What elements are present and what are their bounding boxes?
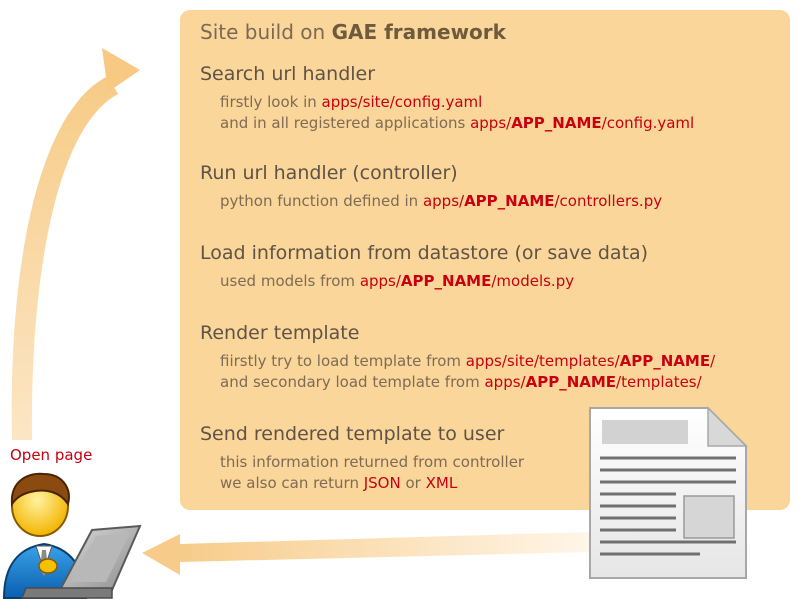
step-search-url-handler: Search url handler firstly look in apps/… bbox=[200, 62, 694, 134]
document-icon bbox=[589, 406, 748, 579]
request-arrow bbox=[11, 48, 140, 440]
xml-text: XML bbox=[425, 474, 458, 492]
diagram-title: Site build on GAE framework bbox=[200, 20, 506, 44]
step-render-template: Render template fiirstly try to load tem… bbox=[200, 321, 715, 393]
step-description: fiirstly try to load template from apps/… bbox=[220, 352, 716, 391]
path-text: apps/APP_NAME/controllers.py bbox=[422, 192, 663, 210]
step-heading: Send rendered template to user bbox=[200, 423, 505, 445]
path-text: apps/APP_NAME/config.yaml bbox=[470, 114, 695, 132]
path-text: apps/APP_NAME/templates/ bbox=[484, 373, 702, 391]
title-prefix: Site build on bbox=[200, 20, 326, 44]
step-heading: Render template bbox=[200, 322, 360, 344]
response-arrow bbox=[142, 532, 590, 575]
step-send-template: Send rendered template to user this info… bbox=[200, 422, 524, 494]
user-at-laptop-icon bbox=[2, 472, 142, 599]
step-load-datastore: Load information from datastore (or save… bbox=[200, 241, 648, 292]
step-description: used models from apps/APP_NAME/models.py bbox=[220, 272, 575, 290]
path-text: apps/APP_NAME/models.py bbox=[359, 272, 575, 290]
step-heading: Search url handler bbox=[200, 63, 376, 85]
step-description: python function defined in apps/APP_NAME… bbox=[220, 192, 663, 210]
user-label: Open page bbox=[10, 446, 93, 464]
step-description: this information returned from controlle… bbox=[220, 453, 525, 492]
json-text: JSON bbox=[363, 474, 401, 492]
step-run-url-handler: Run url handler (controller) python func… bbox=[200, 161, 662, 212]
step-description: firstly look in apps/site/config.yaml an… bbox=[220, 93, 695, 132]
step-heading: Run url handler (controller) bbox=[200, 162, 458, 184]
step-heading: Load information from datastore (or save… bbox=[200, 242, 649, 264]
path-text: apps/site/config.yaml bbox=[321, 93, 483, 111]
path-text: apps/site/templates/APP_NAME/ bbox=[465, 352, 716, 370]
title-emphasis: GAE framework bbox=[331, 20, 506, 44]
